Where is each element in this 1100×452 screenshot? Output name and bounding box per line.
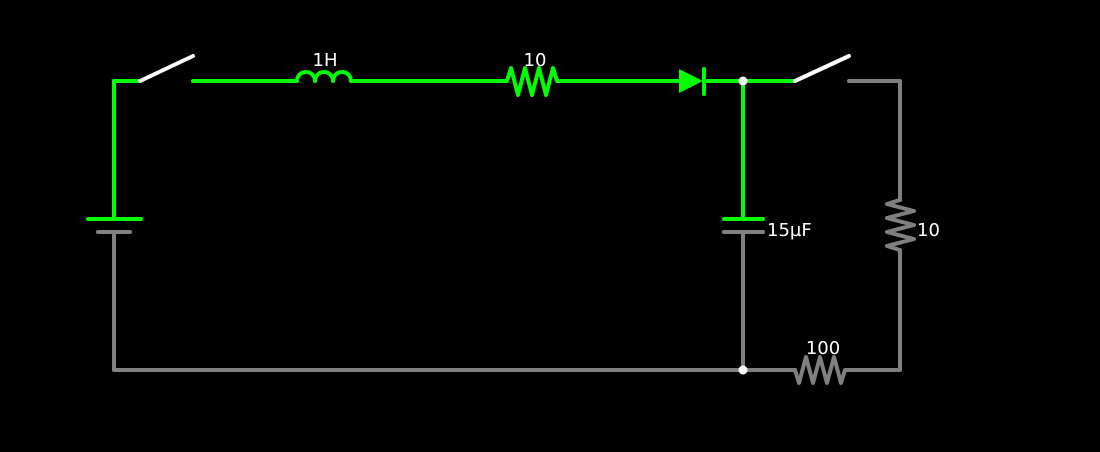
switch-2[interactable] (793, 54, 851, 83)
wire-right-bottom[interactable] (847, 250, 902, 372)
capacitor[interactable]: 15µF (722, 217, 812, 241)
inductor[interactable]: 1H (295, 50, 353, 83)
resistor-bottom-label: 100 (806, 338, 840, 359)
wire-right-top[interactable] (847, 79, 902, 202)
junction-node-bottom[interactable] (738, 365, 748, 375)
battery[interactable] (86, 217, 143, 234)
resistor-right[interactable]: 10 (885, 198, 940, 254)
diode[interactable] (679, 67, 706, 96)
wire-left[interactable] (112, 79, 142, 221)
resistor-right-label: 10 (917, 220, 940, 241)
switch-1[interactable] (138, 54, 195, 83)
wire-bottom-left[interactable] (112, 230, 745, 372)
capacitor-label: 15µF (767, 220, 812, 241)
resistor-top[interactable]: 10 (505, 50, 563, 97)
inactive-wires (112, 79, 902, 372)
diode-triangle (679, 69, 703, 93)
junction-node-top[interactable] (738, 76, 748, 86)
active-wires (112, 79, 797, 221)
resistor-bottom[interactable]: 100 (793, 338, 851, 385)
resistor-top-label: 10 (524, 50, 547, 71)
inductor-label: 1H (313, 50, 338, 71)
